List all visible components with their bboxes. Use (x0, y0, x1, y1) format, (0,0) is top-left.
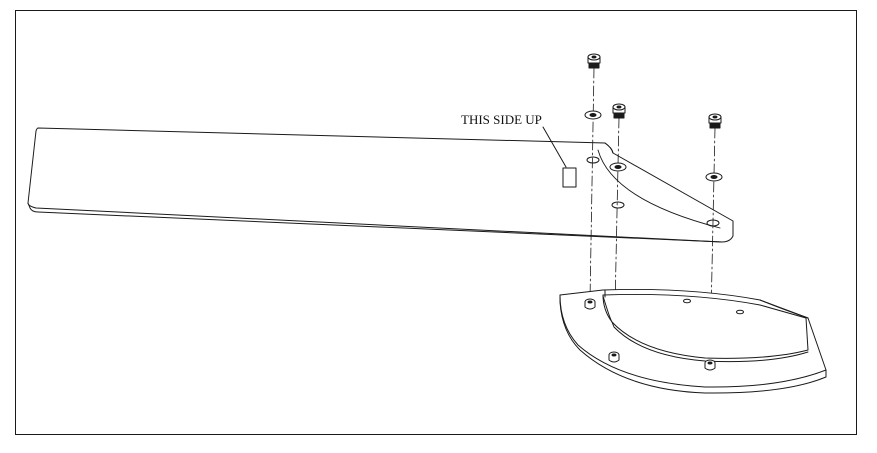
bracket-hole (736, 309, 744, 315)
screw-icon (708, 113, 722, 129)
leader-line (542, 126, 567, 168)
curved-bracket (559, 288, 827, 394)
label-decal (562, 167, 577, 188)
washer-icon (609, 162, 627, 172)
washer-icon (705, 172, 723, 182)
washer-icon (584, 110, 602, 120)
screw-icon (612, 103, 626, 119)
this-side-up-label: THIS SIDE UP (461, 112, 542, 127)
standoff-icon (584, 298, 596, 310)
plate-hole (611, 201, 625, 209)
screw-icon (587, 53, 601, 69)
flat-plate (27, 126, 734, 243)
plate-hole (586, 156, 600, 164)
standoff-icon (608, 351, 620, 363)
bracket-hole (683, 298, 691, 304)
standoff-icon (704, 359, 716, 371)
